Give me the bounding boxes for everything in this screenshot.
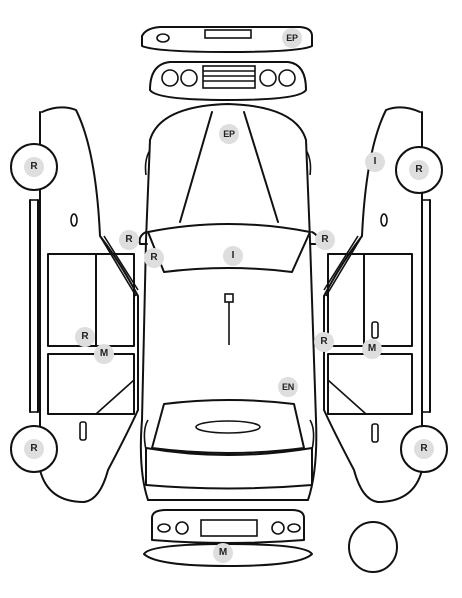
- left-mirror-r-marker[interactable]: R: [119, 230, 139, 250]
- right-door-r-marker[interactable]: R: [314, 332, 334, 352]
- rear-bumper-m-marker[interactable]: M: [213, 543, 233, 563]
- front-bumper-view: [141, 26, 313, 53]
- windshield-i-marker[interactable]: I: [223, 246, 243, 266]
- hood-ep-marker[interactable]: EP: [219, 124, 239, 144]
- left-rear-wheel-r-marker[interactable]: R: [24, 439, 44, 459]
- front-bumper-ep-marker[interactable]: EP: [282, 28, 302, 48]
- left-door-handle-r-marker[interactable]: R: [75, 327, 95, 347]
- right-front-wheel-r-marker[interactable]: R: [409, 160, 429, 180]
- rear-bumper-view: [143, 543, 313, 567]
- left-a-pillar-r-marker[interactable]: R: [144, 248, 164, 268]
- top-view-body: [138, 103, 320, 501]
- front-face-view: [149, 61, 307, 101]
- fuel-cap-circle: [348, 521, 398, 573]
- roof-en-marker[interactable]: EN: [278, 377, 298, 397]
- right-rear-wheel-r-marker[interactable]: R: [414, 439, 434, 459]
- left-door-m-marker[interactable]: M: [94, 344, 114, 364]
- right-door-m-marker[interactable]: M: [362, 339, 382, 359]
- left-front-wheel-r-marker[interactable]: R: [24, 157, 44, 177]
- rear-face-view: [151, 509, 305, 544]
- right-fender-i-marker[interactable]: I: [365, 152, 385, 172]
- right-mirror-r-marker[interactable]: R: [315, 230, 335, 250]
